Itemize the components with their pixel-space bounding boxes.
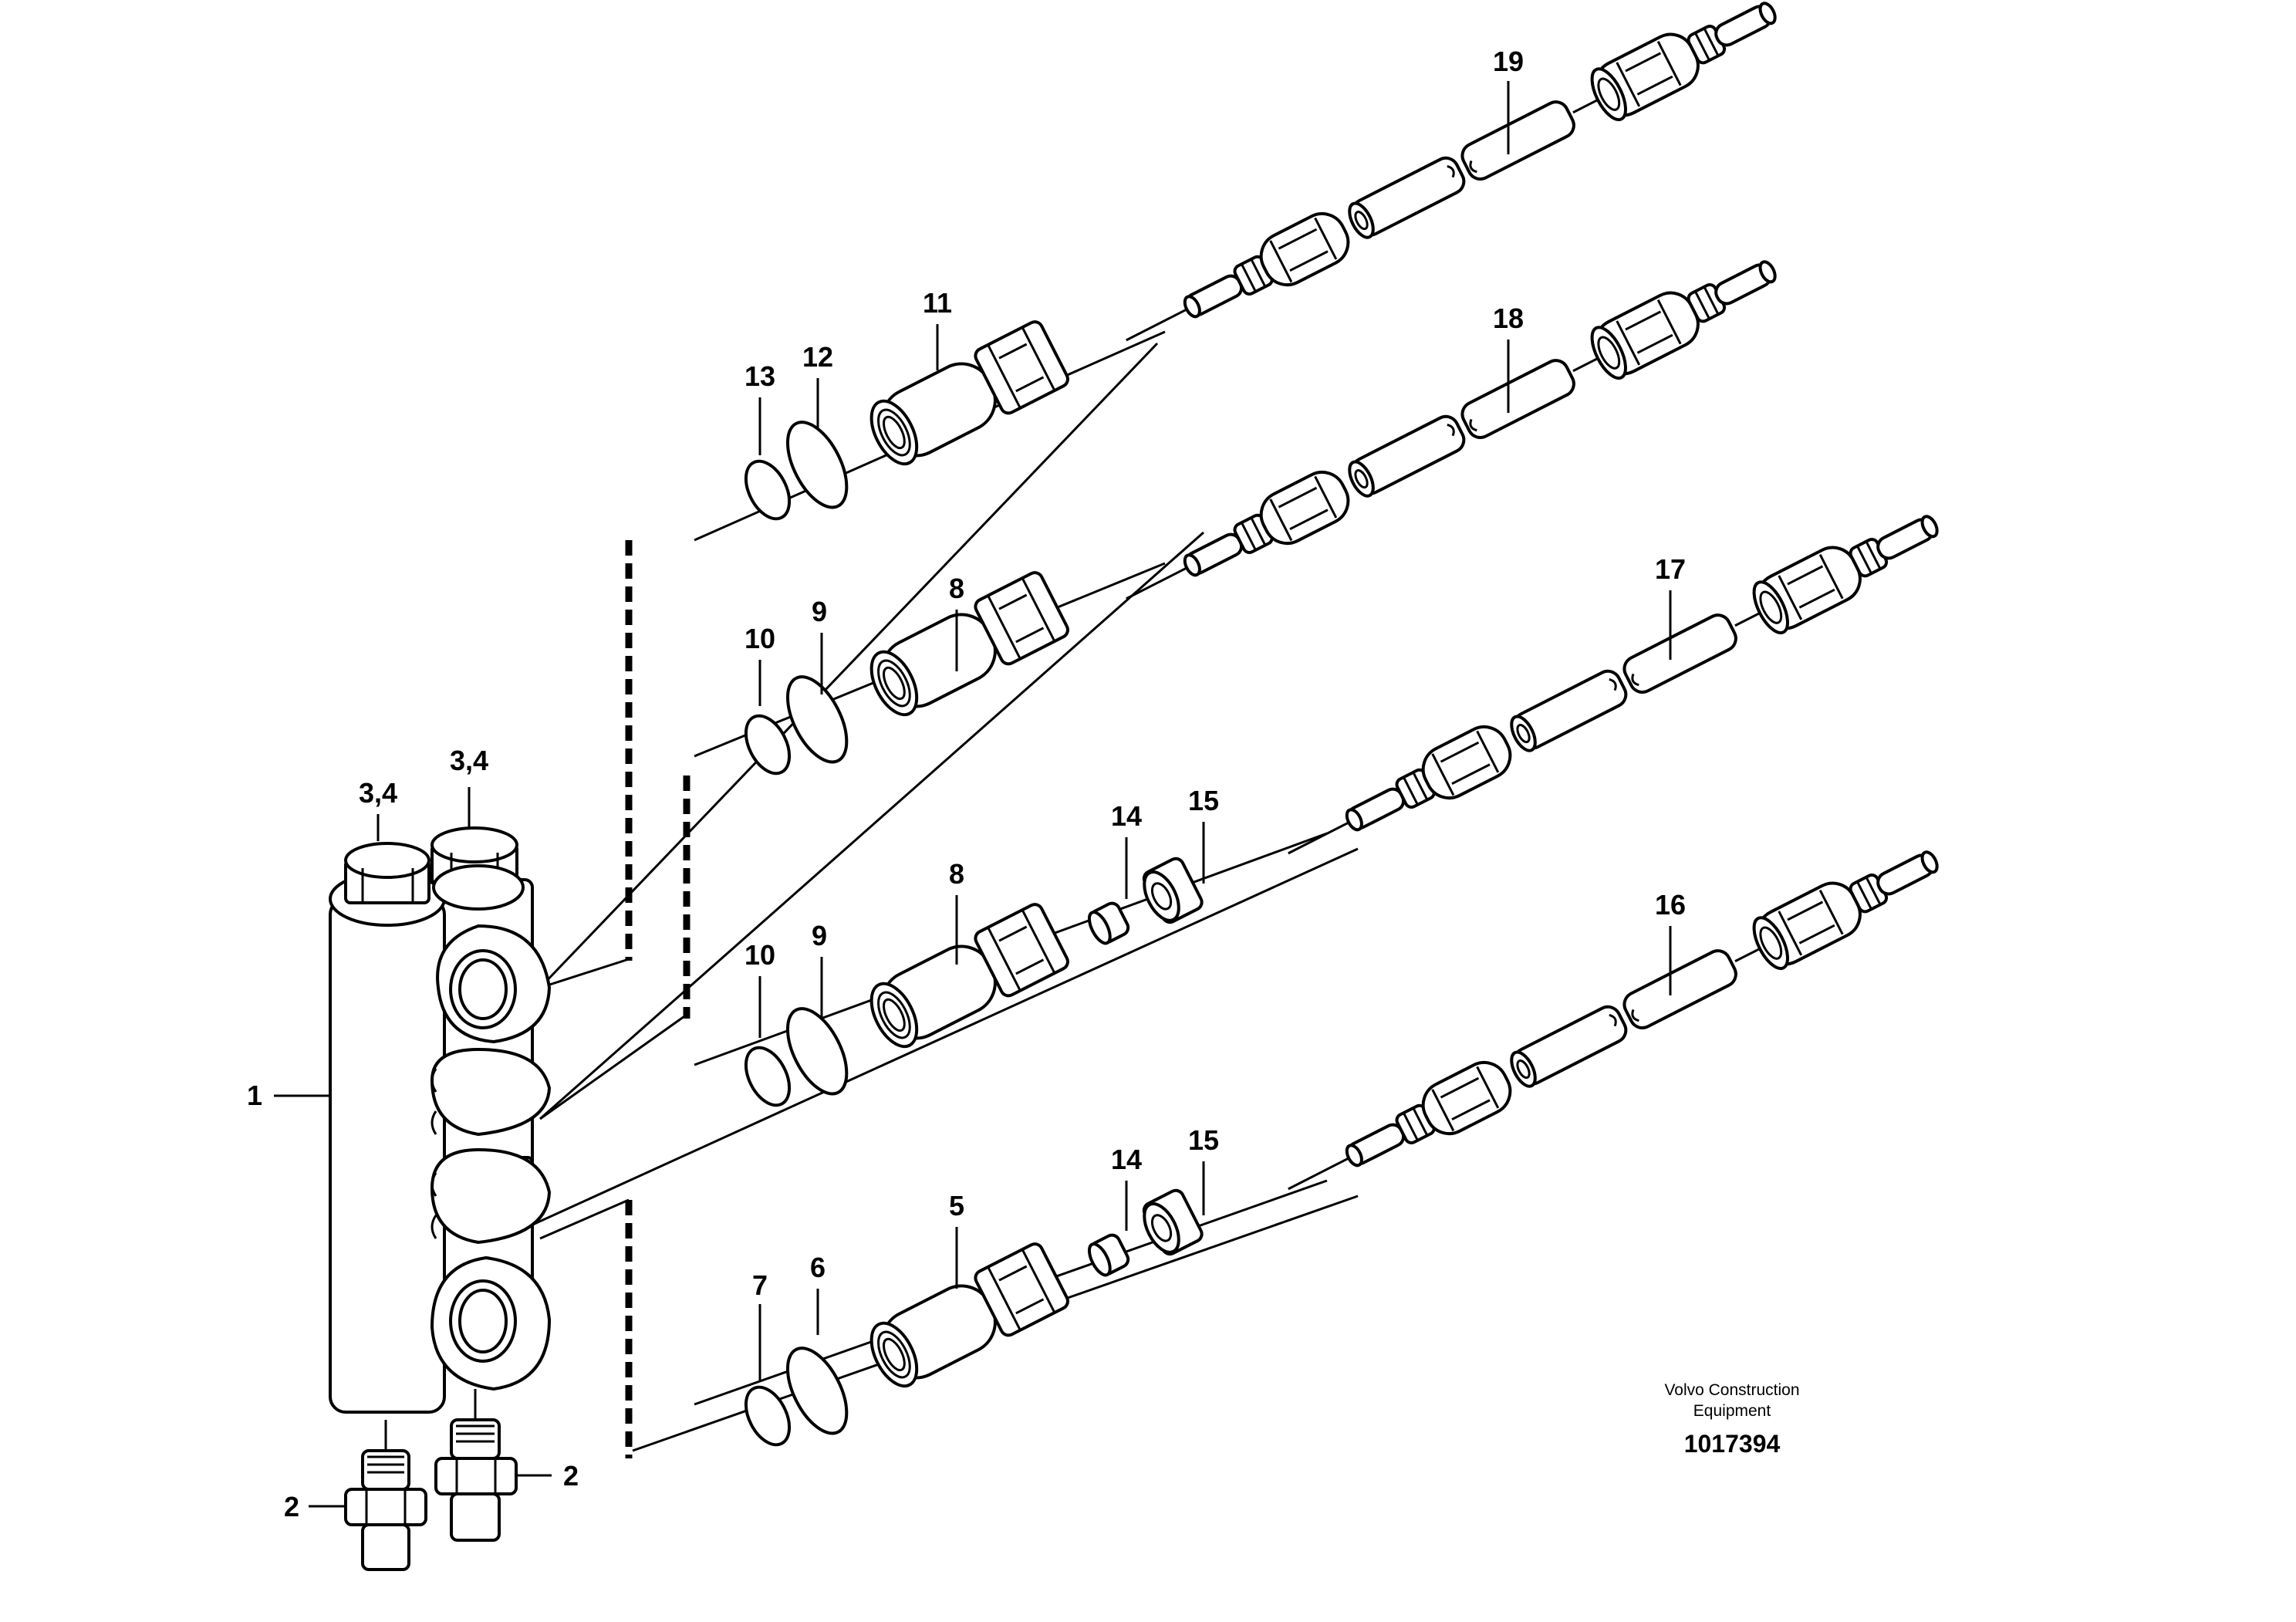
callout-labels: 1 2 2 3,4 3,4 5 6 7 8 8 9 9 10 10 11 12 … <box>247 46 1686 1522</box>
drawing-footer: Volvo Construction Equipment 1017394 <box>1664 1381 1799 1458</box>
callout-19: 19 <box>1493 46 1524 77</box>
adapter-left <box>344 1420 427 1571</box>
callout-6: 6 <box>810 1252 826 1283</box>
callout-17: 17 <box>1655 553 1686 585</box>
row-3 <box>728 497 1950 1128</box>
callout-10-lower: 10 <box>745 939 775 971</box>
callout-3-4-left: 3,4 <box>359 777 397 809</box>
callout-9-lower: 9 <box>812 920 827 951</box>
callout-15-lower: 15 <box>1188 1124 1219 1156</box>
callout-1: 1 <box>247 1080 262 1111</box>
callout-15-upper: 15 <box>1188 785 1219 816</box>
callout-8-lower: 8 <box>949 858 964 890</box>
callout-12: 12 <box>802 341 833 373</box>
assembly-lines <box>493 330 1359 1452</box>
document-number: 1017394 <box>1684 1430 1781 1458</box>
callout-10-upper: 10 <box>745 623 775 654</box>
callout-18: 18 <box>1493 302 1524 334</box>
callout-2-right: 2 <box>563 1460 579 1492</box>
callout-14-lower: 14 <box>1111 1144 1142 1175</box>
dashed-connectors <box>539 540 690 1458</box>
callout-11: 11 <box>923 287 952 319</box>
adapter-right <box>434 1389 518 1542</box>
brand-line-1: Volvo Construction <box>1664 1381 1799 1399</box>
callout-5: 5 <box>949 1190 964 1222</box>
callout-14-upper: 14 <box>1111 800 1142 832</box>
row-4 <box>728 833 1950 1468</box>
brand-line-2: Equipment <box>1693 1402 1771 1420</box>
row-2 <box>728 242 1788 796</box>
callout-2-left: 2 <box>284 1491 299 1522</box>
callout-3-4-right: 3,4 <box>450 745 488 776</box>
callout-9-upper: 9 <box>812 596 827 627</box>
callout-8-upper: 8 <box>949 573 964 604</box>
row-1 <box>728 0 1788 542</box>
callout-16: 16 <box>1655 889 1686 921</box>
manifold-block <box>329 826 551 1414</box>
callout-leaders <box>274 81 1672 1508</box>
callout-13: 13 <box>745 360 775 392</box>
callout-7: 7 <box>752 1269 768 1301</box>
